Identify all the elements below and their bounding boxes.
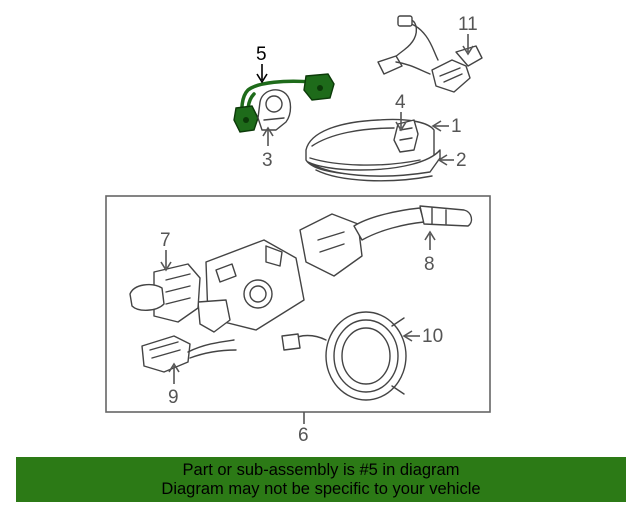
callout-8: 8 [424,230,436,275]
svg-text:1: 1 [451,116,462,137]
callout-11: 11 [458,14,478,56]
part-5-harness[interactable] [233,73,335,133]
svg-text:3: 3 [262,150,273,171]
part-11-cable-connector[interactable] [377,15,483,93]
svg-text:5: 5 [256,44,267,65]
callout-6: 6 [298,412,309,446]
banner-line-1: Part or sub-assembly is #5 in diagram [182,461,460,479]
svg-text:11: 11 [458,14,478,35]
svg-text:8: 8 [424,254,435,275]
svg-text:7: 7 [160,230,171,251]
part-8-turn-signal-switch[interactable] [299,205,473,277]
callout-5: 5 [256,44,268,84]
info-banner: Part or sub-assembly is #5 in diagram Di… [16,457,626,502]
switch-base[interactable] [197,239,305,333]
part-9-connector[interactable] [141,335,237,373]
callout-7: 7 [160,230,172,272]
part-7-wiper-switch[interactable] [129,263,201,323]
banner-line-2: Diagram may not be specific to your vehi… [161,480,481,498]
svg-text:6: 6 [298,425,309,446]
callout-2: 2 [437,150,467,171]
svg-text:10: 10 [422,326,443,347]
callout-4: 4 [395,92,407,132]
callout-3: 3 [262,126,274,171]
part-10-clock-spring[interactable] [281,311,407,401]
callout-1: 1 [431,116,462,137]
svg-text:9: 9 [168,387,179,408]
callout-10: 10 [402,326,443,347]
svg-text:4: 4 [395,92,406,113]
part-3-sensor-body[interactable] [257,89,292,131]
callout-9: 9 [168,362,180,408]
assembly-box [105,195,491,413]
svg-text:2: 2 [456,150,467,171]
part-2-lower-cover[interactable] [307,149,441,182]
